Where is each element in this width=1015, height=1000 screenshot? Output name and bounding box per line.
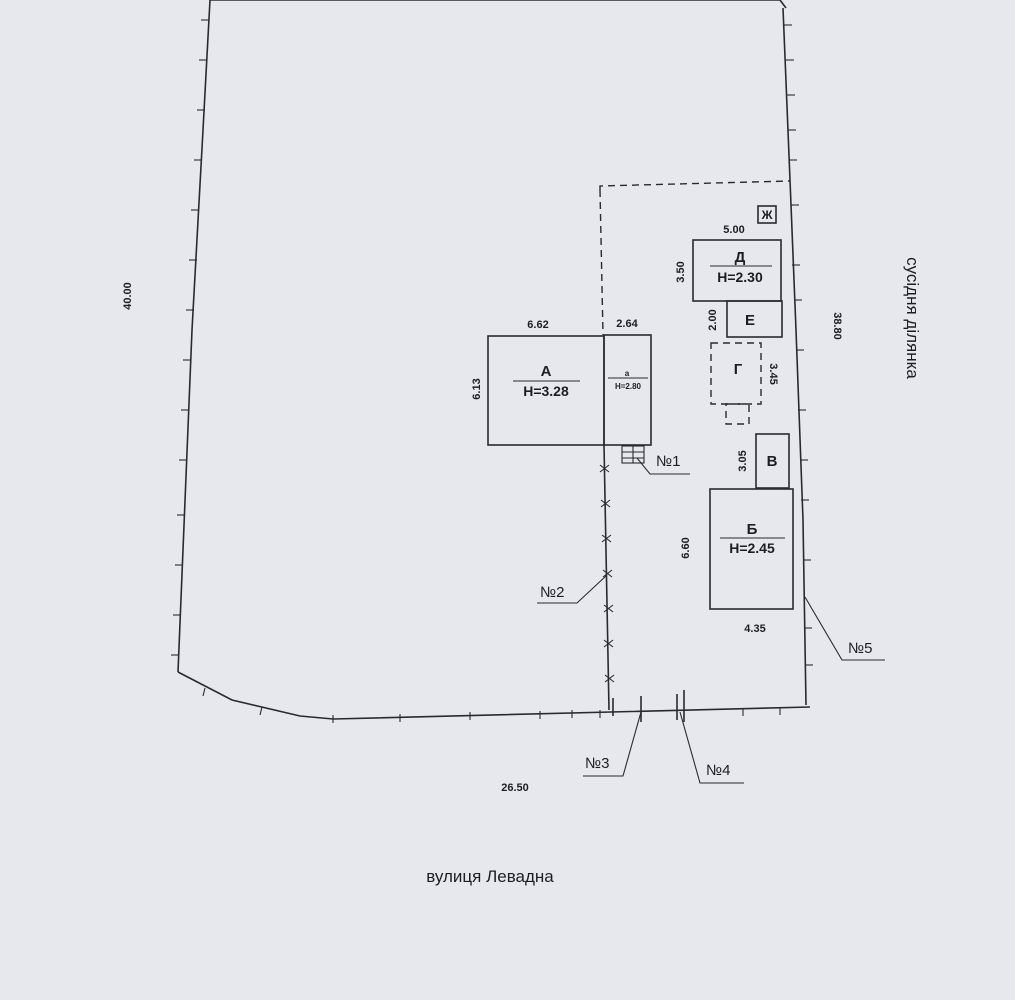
marker-5: №5 <box>848 640 872 657</box>
marker-2-leader <box>537 574 608 604</box>
top-boundary <box>210 0 787 9</box>
marker-3-leader <box>583 711 642 777</box>
building-a-letter: А <box>541 363 552 380</box>
left-boundary-ticks <box>171 19 209 656</box>
plot-boundary <box>171 0 813 723</box>
annex-a-height: Н=2.80 <box>615 382 642 391</box>
marker-1-leader <box>636 457 690 475</box>
dim-e-depth: 2.00 <box>707 309 719 330</box>
dim-annex-width: 2.64 <box>616 318 638 330</box>
building-v <box>755 433 790 489</box>
building-a-height: Н=3.28 <box>523 383 569 399</box>
fence-line-2 <box>599 444 615 711</box>
building-zh <box>757 205 777 224</box>
dashed-zone-outline <box>599 180 791 190</box>
building-d-letter: Д <box>735 249 746 266</box>
dim-a-depth: 6.13 <box>471 378 483 399</box>
building-d-height: Н=2.30 <box>717 269 763 285</box>
bottom-boundary-ticks <box>202 687 781 723</box>
building-e <box>726 300 783 338</box>
building-zh-letter: Ж <box>761 208 773 222</box>
dim-b-width: 4.35 <box>744 623 765 635</box>
marker-4-leader <box>679 711 744 784</box>
street-label: вулиця Левадна <box>426 867 554 886</box>
dim-left-side: 40.00 <box>122 282 134 310</box>
dim-right-side: 38.80 <box>831 312 843 340</box>
building-b-letter: Б <box>747 521 758 538</box>
dim-b-depth: 6.60 <box>680 537 692 558</box>
bottom-boundary <box>177 671 811 720</box>
dim-g-depth: 3.45 <box>767 363 779 384</box>
marker-5-leader <box>804 596 885 661</box>
gate-4 <box>676 690 685 722</box>
building-v-letter: В <box>767 453 778 470</box>
annex-a <box>603 334 652 446</box>
building-e-letter: Е <box>745 312 755 329</box>
dim-a-width: 6.62 <box>527 319 548 331</box>
building-g-letter: Г <box>734 361 743 378</box>
building-b-height: Н=2.45 <box>729 540 775 556</box>
marker-4: №4 <box>706 762 730 779</box>
dim-bottom: 26.50 <box>501 782 529 794</box>
building-b <box>709 488 794 610</box>
marker-3: №3 <box>585 755 609 772</box>
dim-d-width: 5.00 <box>723 224 744 236</box>
neighbor-label: сусідня ділянка <box>903 257 922 379</box>
marker-1: №1 <box>656 453 680 470</box>
left-boundary <box>177 0 211 673</box>
marker-2: №2 <box>540 584 564 601</box>
porch-steps-1 <box>621 445 645 464</box>
dim-v-depth: 3.05 <box>737 450 749 471</box>
building-g <box>710 342 762 425</box>
dashed-zone-left <box>599 189 604 336</box>
right-boundary-ticks <box>784 24 813 666</box>
right-boundary <box>782 7 807 706</box>
gate-3 <box>612 696 642 722</box>
annex-a-letter: а <box>625 369 630 378</box>
dim-d-depth: 3.50 <box>675 261 687 282</box>
